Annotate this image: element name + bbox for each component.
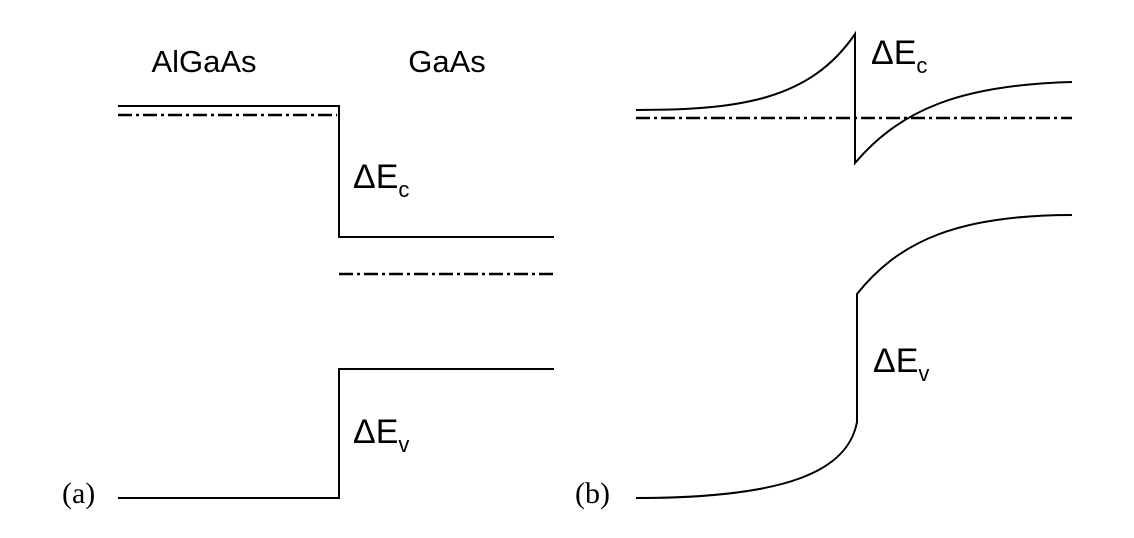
panel-a: AlGaAs GaAs ΔEc ΔEv (a) [62, 44, 554, 510]
valence-band-edge-a [118, 368, 554, 499]
panel-b: ΔEc ΔEv (b) [575, 30, 1073, 510]
material-label-left: AlGaAs [151, 44, 256, 79]
delta-ec-label-b: ΔEc [871, 34, 927, 78]
delta-ev-label-b: ΔEv [873, 342, 929, 386]
conduction-band-edge-a [118, 105, 554, 238]
panel-tag-a: (a) [62, 477, 95, 510]
material-label-right: GaAs [408, 44, 486, 79]
panel-tag-b: (b) [575, 477, 610, 510]
valence-band-edge-b [635, 214, 1073, 499]
delta-ec-label-a: ΔEc [353, 158, 409, 202]
conduction-band-edge-b [635, 30, 1073, 166]
delta-ev-label-a: ΔEv [353, 413, 409, 457]
